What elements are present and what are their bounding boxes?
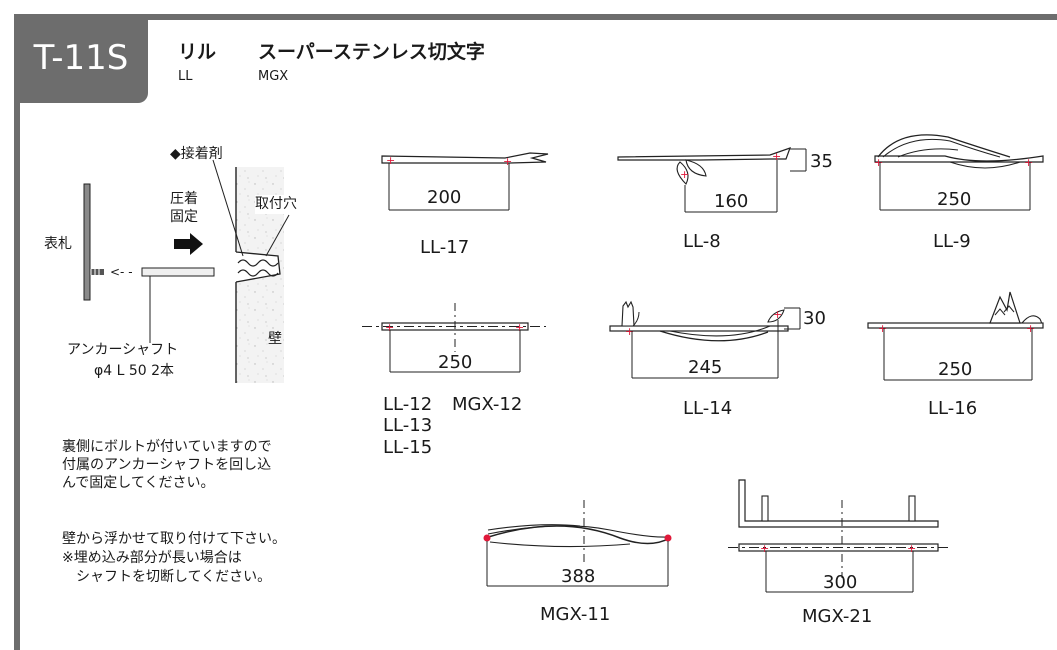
svg-text:+: + [772,150,781,163]
frame-left-bar [14,14,20,650]
bolt [90,269,104,275]
model-label: MGX-11 [540,604,611,625]
dim-width: 245 [688,357,723,378]
dim-width: 250 [438,352,473,373]
model-label: MGX-21 [802,606,873,627]
svg-text:+: + [907,542,916,555]
nameplate-label: 表札 [44,236,72,252]
model-label: MGX-12 [452,394,523,415]
series-ll-jp: リル [178,41,217,63]
note-line: んで固定してください。 [62,475,215,491]
shaft-name: アンカーシャフト [67,342,179,358]
note-line: 壁から浮かせて取り付けて下さい。 [62,531,286,547]
part-mgx-11 [483,500,672,587]
part-ll-9: + + [874,134,1044,211]
dim-height: 30 [803,308,826,329]
model-label: LL-15 [383,437,433,458]
part-ll-17: + + [381,152,549,211]
model-label: LL-9 [933,231,971,252]
nameplate-side [83,183,91,301]
dim-width: 160 [714,191,749,212]
svg-text:+: + [1024,156,1033,169]
arrow-dashes: <- - [110,265,133,279]
model-label: LL-13 [383,415,433,436]
dim-width: 250 [937,189,972,210]
part-ll-8: + + [617,147,807,213]
part-ll-12: + + [362,303,546,373]
note-line: 付属のアンカーシャフトを回し込 [62,457,272,473]
adhesive-wave [237,259,279,267]
part-mgx-21: + + [728,479,948,593]
model-label: LL-16 [928,398,978,419]
series-mgx-en: MGX [258,69,289,84]
shaft-spec: φ4 L 50 2本 [94,363,175,379]
note-line: ※埋め込み部分が長い場合は [62,550,242,566]
series-mgx-jp: スーパーステンレス切文字 [258,41,485,63]
svg-text:+: + [503,155,512,168]
product-code: T-11S [14,14,148,103]
model-label: LL-17 [420,237,470,258]
press-label: 圧着 [170,191,198,207]
note-line: 裏側にボルトが付いていますので [62,439,272,455]
svg-text:+: + [625,325,634,338]
note-line: シャフトを切断してください。 [62,569,272,585]
svg-text:+: + [680,168,689,181]
adhesive-label: ◆接着剤 [170,146,223,162]
frame-top-bar [14,14,1057,20]
svg-text:+: + [515,321,524,334]
svg-text:+: + [386,154,395,167]
press-arrow [174,233,203,255]
hole-label: 取付穴 [255,195,297,214]
fix-label: 固定 [170,209,198,225]
dim-height: 35 [810,151,833,172]
part-ll-14: + + [609,300,801,379]
series-ll-en: LL [178,69,193,84]
dim-width: 200 [427,187,462,208]
svg-text:+: + [1026,322,1035,335]
dim-width: 388 [561,566,596,587]
anchor-shaft [141,267,215,277]
svg-text:+: + [760,542,769,555]
model-label: LL-8 [683,231,721,252]
part-ll-16: + + [867,291,1044,381]
svg-text:+: + [874,156,883,169]
svg-text:+: + [385,321,394,334]
model-label: LL-12 [383,394,433,415]
svg-text:+: + [773,308,782,321]
wall-label: 壁 [268,330,282,349]
dim-width: 300 [823,572,858,593]
model-label: LL-14 [683,398,733,419]
dim-width: 250 [938,359,973,380]
svg-text:+: + [878,322,887,335]
